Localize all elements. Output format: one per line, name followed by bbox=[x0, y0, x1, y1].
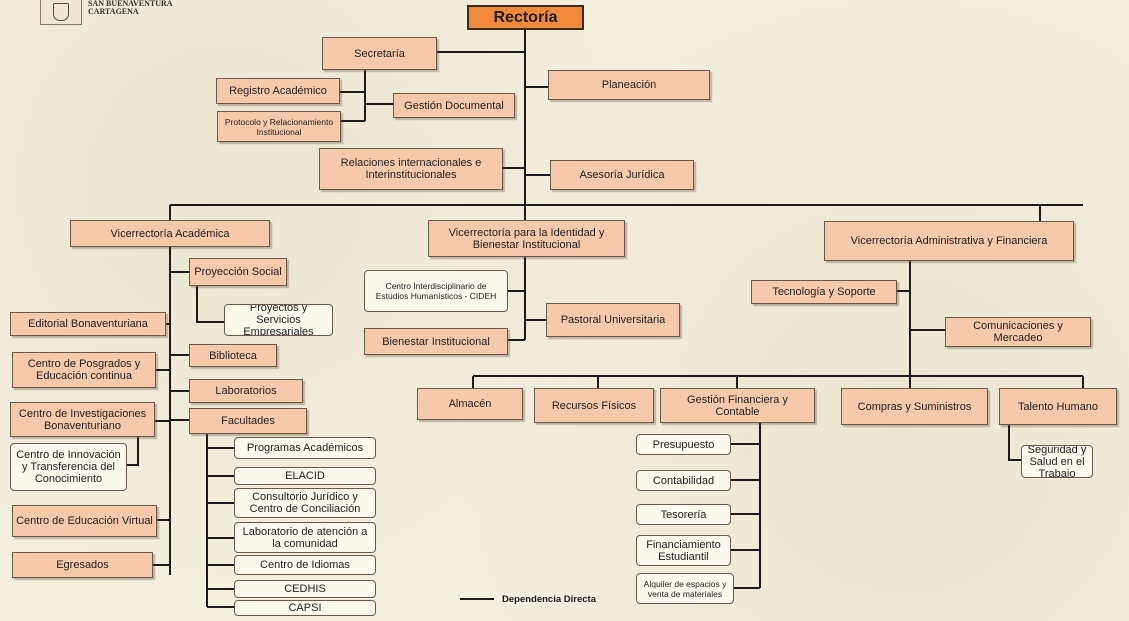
legend-line-sample bbox=[460, 598, 494, 600]
legend-label: Dependencia Directa bbox=[502, 593, 596, 605]
node-seguridad-salud: Seguridad y Salud en el Trabajo bbox=[1021, 445, 1093, 478]
node-centro-idiomas: Centro de Idiomas bbox=[234, 555, 376, 575]
node-facultades: Facultades bbox=[189, 408, 307, 434]
node-almacen: Almacén bbox=[417, 388, 523, 420]
node-elacid: ELACID bbox=[234, 467, 376, 485]
node-asesoria-juridica: Asesoría Jurídica bbox=[550, 160, 694, 190]
node-planeacion: Planeación bbox=[548, 70, 710, 100]
node-centro-innovacion: Centro de Innovación y Transferencia del… bbox=[10, 443, 127, 491]
node-laboratorios: Laboratorios bbox=[189, 379, 303, 403]
node-egresados: Egresados bbox=[12, 552, 153, 578]
legend: Dependencia Directa bbox=[460, 591, 596, 607]
node-comunicaciones: Comunicaciones y Mercadeo bbox=[945, 317, 1091, 347]
node-rectoria: Rectoría bbox=[467, 5, 584, 30]
node-compras-suministros: Compras y Suministros bbox=[841, 388, 988, 425]
node-centro-posgrados: Centro de Posgrados y Educación continua bbox=[12, 352, 156, 388]
node-proyeccion-social: Proyección Social bbox=[189, 258, 287, 286]
node-tesoreria: Tesorería bbox=[636, 504, 731, 525]
node-alquiler: Alquiler de espacios y venta de material… bbox=[636, 573, 734, 604]
node-cideh: Centro Interdisciplinario de Estudios Hu… bbox=[364, 270, 508, 312]
node-gestion-documental: Gestión Documental bbox=[393, 93, 515, 118]
node-laboratorio-atencion: Laboratorio de atención a la comunidad bbox=[234, 522, 376, 553]
node-vicerrectoria-identidad: Vicerrectoría para la Identidad y Bienes… bbox=[428, 220, 625, 257]
node-programas-academicos: Programas Académicos bbox=[234, 437, 376, 459]
connector-proyeccion-down bbox=[196, 286, 224, 323]
node-relaciones-internacionales: Relaciones internacionales e Interinstit… bbox=[319, 148, 503, 190]
university-name: SAN BUENAVENTURA CARTAGENA bbox=[88, 0, 173, 16]
node-secretaria: Secretaría bbox=[322, 37, 437, 70]
node-editorial: Editorial Bonaventuriana bbox=[10, 312, 166, 336]
node-protocolo: Protocolo y Relacionamiento Instituciona… bbox=[217, 111, 341, 142]
node-bienestar: Bienestar Institucional bbox=[364, 328, 508, 355]
node-biblioteca: Biblioteca bbox=[189, 344, 277, 367]
node-financiamiento: Financiamiento Estudiantil bbox=[636, 535, 731, 566]
node-cedhis: CEDHIS bbox=[234, 580, 376, 598]
connector-talento-down bbox=[1008, 425, 1021, 461]
node-talento-humano: Talento Humano bbox=[999, 388, 1117, 425]
node-vicerrectoria-academica: Vicerrectoría Académica bbox=[70, 220, 270, 247]
node-centro-educacion-virtual: Centro de Educación Virtual bbox=[12, 505, 157, 537]
node-vicerrectoria-administrativa: Vicerrectoría Administrativa y Financier… bbox=[824, 221, 1074, 261]
university-seal-logo bbox=[40, 0, 82, 25]
node-consultorio-juridico: Consultorio Jurídico y Centro de Concili… bbox=[234, 488, 376, 518]
node-capsi: CAPSI bbox=[234, 600, 376, 616]
node-pastoral: Pastoral Universitaria bbox=[546, 303, 680, 337]
node-gestion-financiera: Gestión Financiera y Contable bbox=[660, 388, 815, 423]
node-tecnologia-soporte: Tecnología y Soporte bbox=[751, 280, 897, 304]
node-centro-investigaciones: Centro de Investigaciones Bonaventuriano bbox=[10, 402, 155, 437]
node-recursos-fisicos: Recursos Físicos bbox=[534, 388, 654, 423]
connector-innovacion bbox=[127, 432, 139, 466]
node-contabilidad: Contabilidad bbox=[636, 470, 731, 491]
node-presupuesto: Presupuesto bbox=[636, 434, 731, 455]
node-proyectos-servicios: Proyectos y Servicios Empresariales bbox=[224, 304, 333, 336]
node-registro-academico: Registro Académico bbox=[216, 78, 340, 104]
